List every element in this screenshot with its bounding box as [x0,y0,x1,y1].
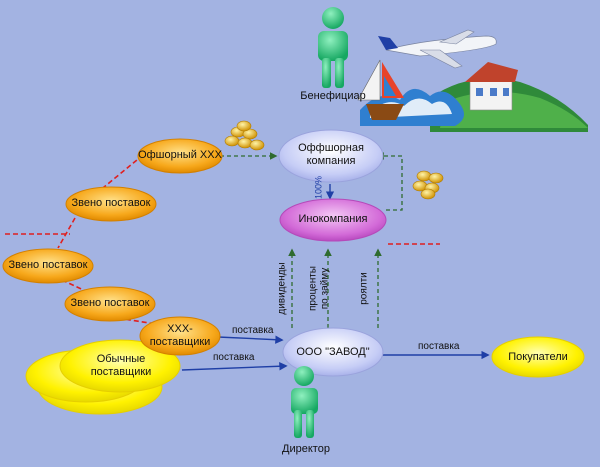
interest-label-2: по займу [319,267,331,310]
factory-node[interactable] [282,327,384,377]
arrow-inocompany-to-offshore-company [376,152,403,211]
coins-icon [224,120,265,151]
beneficiary-label: Бенефициар [300,90,366,102]
beneficiary-person-icon [318,7,348,88]
percent-label: 100% [313,175,324,200]
offshore-company-label-1: Оффшорная [298,142,364,154]
supply-label-2: поставка [213,352,255,363]
chain-dash-2 [57,217,76,249]
supply-label-3: поставка [418,341,460,352]
regular-suppliers-node[interactable] [25,339,181,415]
xxx-suppliers-label-1: ХХХ- [167,323,193,335]
inocompany-node[interactable] [279,198,387,242]
sailboat-icon [357,59,404,120]
supply-link-2-node[interactable] [2,248,94,284]
dividends-label: дивиденды [276,262,288,315]
interest-label-1: проценты [307,266,319,312]
buyers-label: Покупатели [508,351,568,363]
director-label: Директор [282,443,330,455]
regular-suppliers-label-2: поставщики [90,366,152,378]
green-arrows [220,152,403,328]
offshore-company-label-2: компания [306,155,356,167]
factory-label: ООО "ЗАВОД" [296,346,370,358]
supply-link-2-label: Звено поставок [8,259,88,271]
arrow-xxx-supply [217,335,284,344]
supply-link-3-node[interactable] [64,286,156,322]
supply-link-1-label: Звено поставок [71,197,151,209]
chain-dash-1 [97,154,144,193]
coins-icon [412,170,444,200]
airplane-icon [378,29,497,69]
arrow-regular-supply [181,362,288,371]
xxx-suppliers-label-2: поставщики [149,336,211,348]
offshore-xxx-node[interactable] [137,138,223,174]
supply-link-1-node[interactable] [65,186,157,222]
supply-link-3-label: Звено поставок [70,297,150,309]
buyers-node[interactable] [491,336,585,378]
xxx-suppliers-node[interactable] [139,316,221,356]
supply-label-1: поставка [232,325,274,336]
offshore-company-node[interactable] [278,129,384,183]
offshore-xxx-label: Офшорный ХХХ [138,149,222,161]
regular-suppliers-label-1: Обычные [96,353,146,365]
blue-arrows [181,184,490,371]
royalty-label: роялти [358,272,370,305]
inocompany-label: Инокомпания [298,213,368,225]
director-person-icon [291,366,318,438]
